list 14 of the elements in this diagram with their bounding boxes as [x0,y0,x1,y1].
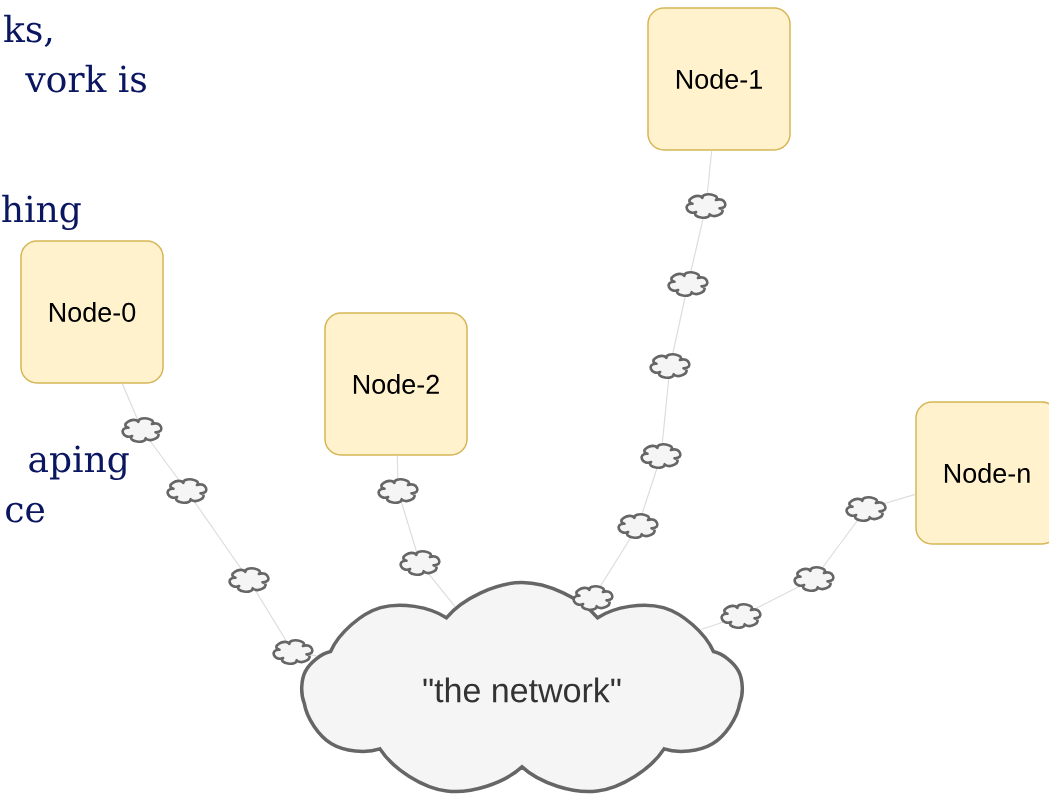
bubble-trail [572,150,727,612]
bubble-trail [377,455,456,608]
bubble-trail [700,493,916,631]
node-box: Node-n [915,401,1049,545]
node-box: Node-2 [324,312,468,456]
node-box: Node-1 [647,7,791,151]
cut-text: hing [2,194,81,230]
cut-text: vork is [25,64,146,93]
bubble-trail [121,383,318,666]
cut-text: ce [6,502,44,523]
network-cloud: "the network" [299,580,745,794]
node-box: Node-0 [20,240,164,384]
cut-text: ks, [4,14,52,47]
cut-text: aping [29,445,129,480]
